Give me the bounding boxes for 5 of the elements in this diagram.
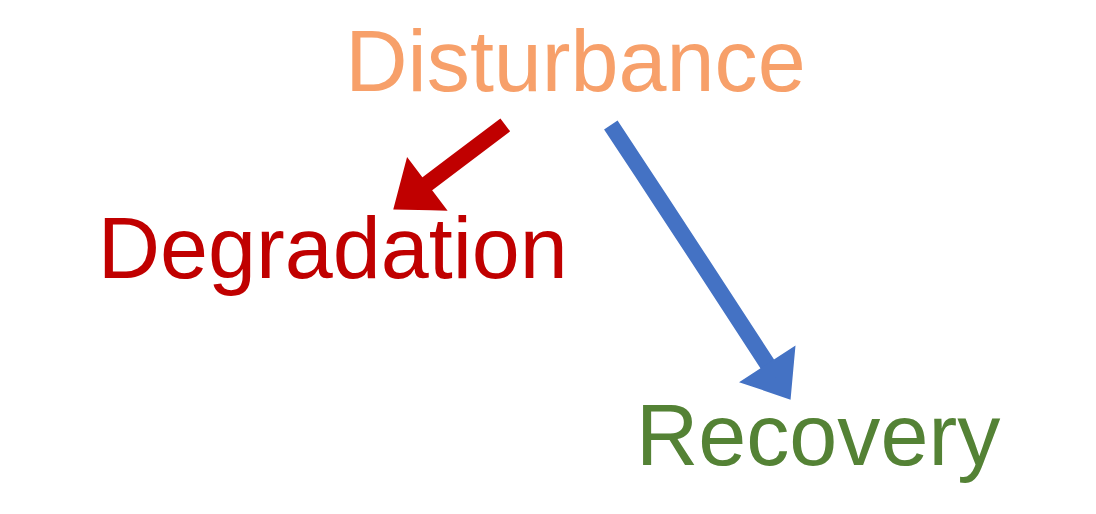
arrow <box>603 120 795 400</box>
node-text: Degradation <box>97 200 568 297</box>
node-text: Recovery <box>635 387 1000 484</box>
arrow <box>392 118 510 211</box>
node-text: Disturbance <box>344 13 806 110</box>
